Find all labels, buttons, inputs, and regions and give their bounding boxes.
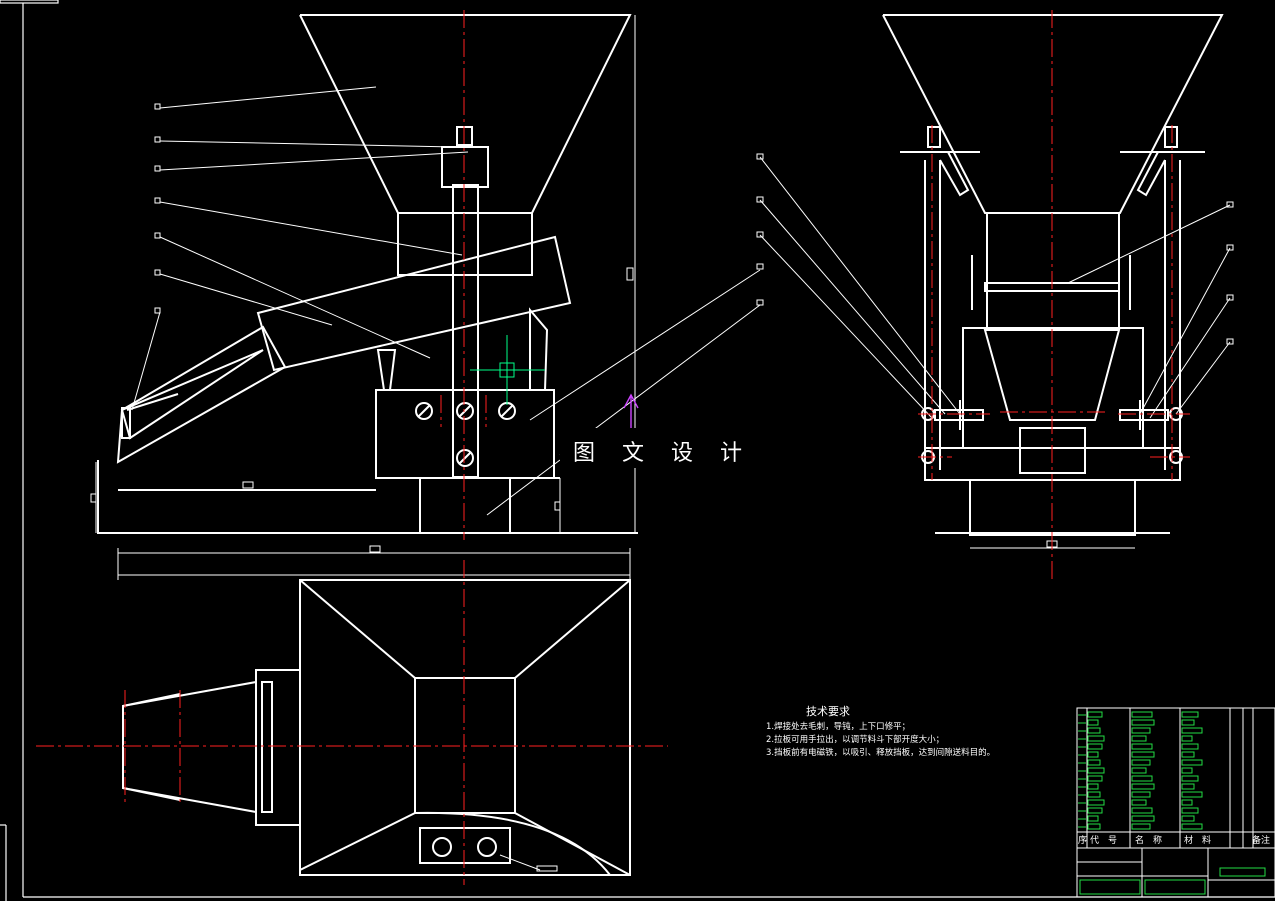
parts-row-cell: [1087, 735, 1105, 742]
parts-row-cell: [1087, 799, 1105, 806]
parts-row-cell: [1131, 815, 1155, 822]
front-view-bolts: [415, 402, 516, 467]
header-name: 名 称: [1135, 834, 1162, 846]
parts-row-cell: [1181, 791, 1203, 798]
parts-row-cell: [1181, 815, 1195, 822]
parts-list-rows: [1078, 711, 1203, 830]
parts-row-cell: [1131, 719, 1155, 726]
header-remark: 备注: [1252, 834, 1270, 846]
parts-row-cell: [1181, 759, 1203, 766]
parts-row-cell: [1181, 711, 1199, 718]
requirement-line-2: 2.拉板可用手拉出，以调节料斗下部开度大小；: [766, 734, 944, 745]
front-view: [97, 14, 638, 534]
parts-row-cell: [1087, 823, 1101, 830]
parts-row-cell: [1131, 711, 1153, 718]
requirement-line-1: 1.焊接处去毛刺，导钝，上下口修平；: [766, 721, 910, 732]
parts-row-cell: [1181, 727, 1203, 734]
parts-row-cell: [1131, 751, 1155, 758]
title-block-fields: [1079, 867, 1266, 895]
top-view: [122, 579, 631, 876]
parts-list-table: [1076, 707, 1275, 898]
header-code: 代 号: [1090, 835, 1117, 846]
parts-row-cell: [1087, 759, 1101, 766]
parts-row-cell: [1181, 719, 1195, 726]
parts-row-cell: [1087, 775, 1103, 782]
parts-row-cell: [1131, 767, 1147, 774]
parts-row-cell: [1087, 815, 1099, 822]
requirements-title: 技术要求: [806, 705, 850, 718]
parts-row-cell: [1131, 807, 1153, 814]
requirement-line-3: 3.挡板前有电磁铁，以吸引、释放挡板，达到间隙送料目的。: [766, 747, 995, 758]
top-view-dimensions: [117, 553, 631, 872]
parts-row-cell: [1087, 727, 1101, 734]
side-view-leaders: [756, 153, 1234, 549]
parts-row-cell: [1087, 791, 1101, 798]
parts-row-cell: [1087, 807, 1103, 814]
header-seq: 序: [1078, 834, 1087, 846]
parts-row-cell: [1131, 775, 1153, 782]
parts-row-cell: [1131, 823, 1151, 830]
parts-row-cell: [1087, 767, 1105, 774]
parts-row-cell: [1181, 775, 1199, 782]
parts-row-cell: [1131, 735, 1147, 742]
ucs-marker: [623, 393, 639, 428]
parts-row-cell: [1181, 767, 1193, 774]
parts-row-cell: [1087, 783, 1099, 790]
parts-row-cell: [1181, 735, 1193, 742]
parts-row-cell: [1131, 743, 1153, 750]
parts-row-cell: [1131, 759, 1151, 766]
parts-row-cell: [1131, 727, 1151, 734]
header-material: 材 料: [1184, 834, 1211, 846]
parts-row-cell: [1087, 711, 1103, 718]
crosshair-cursor: [470, 335, 545, 405]
parts-row-cell: [1181, 783, 1195, 790]
watermark-text: 图 文 设 计: [573, 441, 752, 466]
watermark-backdrop: [560, 428, 720, 468]
parts-row-cell: [1131, 799, 1147, 806]
centerlines: [36, 10, 1190, 885]
parts-row-cell: [1087, 751, 1099, 758]
parts-row-cell: [1181, 807, 1199, 814]
parts-row-cell: [1131, 791, 1151, 798]
parts-row-cell: [1181, 751, 1195, 758]
side-view-bolts: [921, 400, 1183, 464]
parts-row-cell: [1181, 823, 1203, 830]
parts-row-cell: [1087, 719, 1099, 726]
parts-row-cell: [1181, 743, 1199, 750]
parts-row-cell: [1181, 799, 1193, 806]
parts-row-cell: [1131, 783, 1155, 790]
parts-row-cell: [1087, 743, 1103, 750]
parts-list-header: 序 代 号 名 称 材 料 备注: [1078, 834, 1270, 846]
